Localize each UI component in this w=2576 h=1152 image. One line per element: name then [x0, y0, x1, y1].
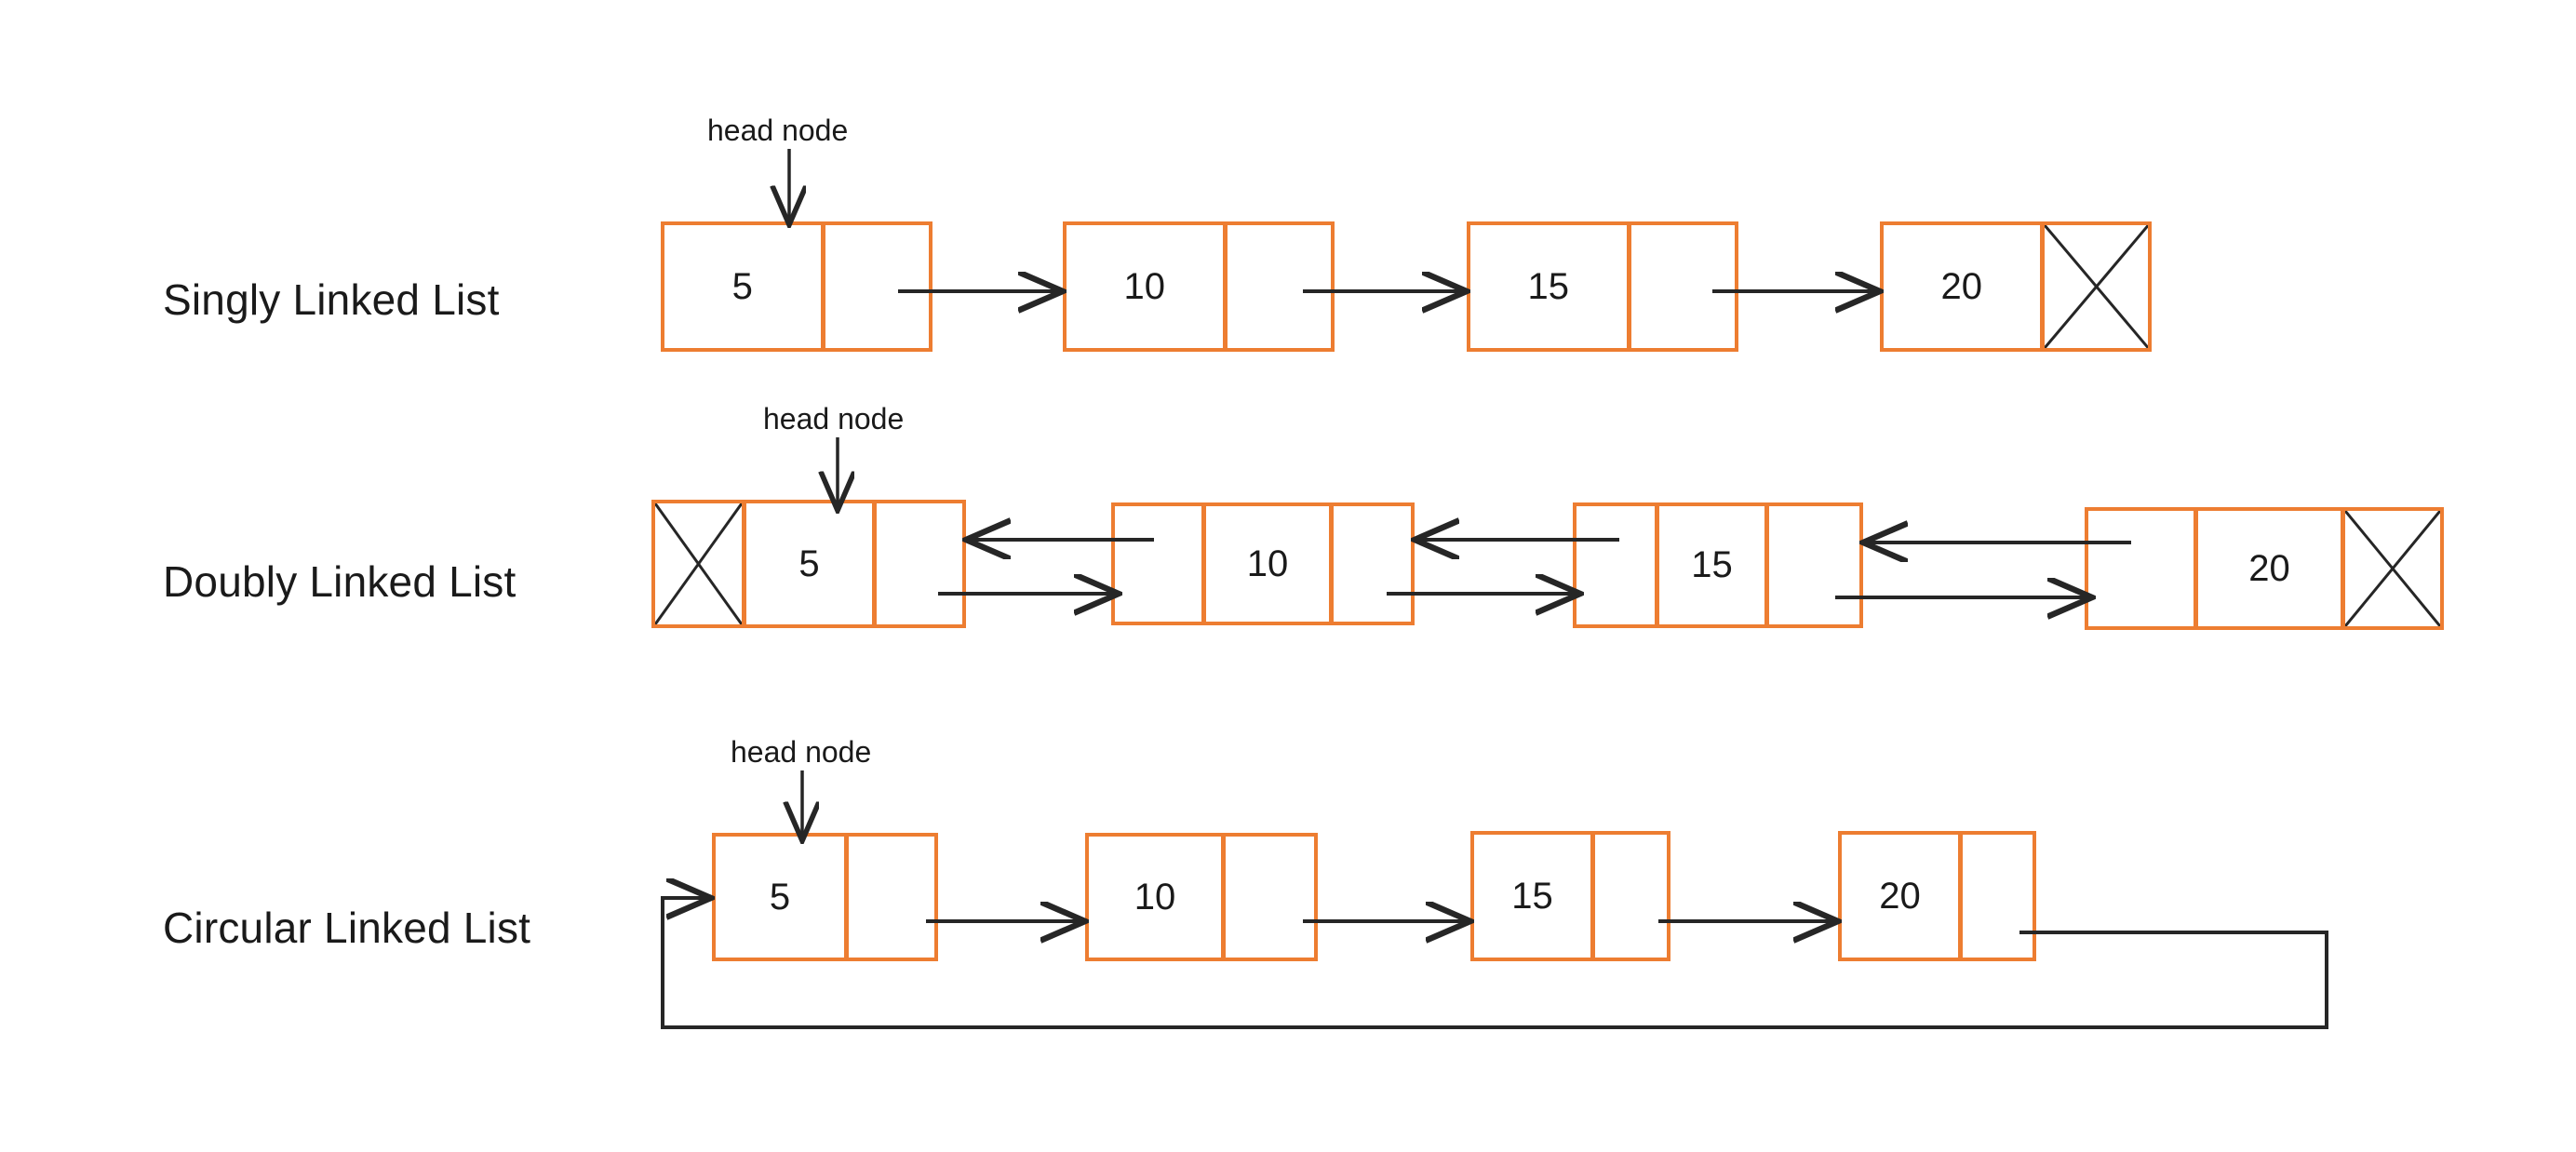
null-cross-icon — [655, 503, 742, 624]
doubly-node-4-next-null — [2341, 511, 2440, 626]
null-cross-icon — [2345, 511, 2440, 626]
doubly-node-3-next-pointer — [1764, 506, 1859, 624]
singly-node-1[interactable]: 5 — [661, 221, 932, 352]
circular-node-2-next-pointer — [1221, 837, 1309, 958]
doubly-node-2-next-pointer — [1329, 506, 1411, 622]
singly-node-4[interactable]: 20 — [1880, 221, 2152, 352]
singly-node-1-value: 5 — [731, 265, 753, 307]
head-node-label-doubly: head node — [763, 402, 905, 435]
singly-node-3-next-pointer — [1626, 225, 1735, 348]
doubly-node-4-value: 20 — [2194, 511, 2341, 626]
doubly-node-4-prev-pointer — [2088, 511, 2194, 626]
doubly-node-1-value: 5 — [742, 503, 872, 624]
singly-node-4-value: 20 — [1940, 265, 1983, 307]
doubly-node-2-value: 10 — [1201, 506, 1329, 622]
circular-node-3-value: 15 — [1511, 875, 1553, 917]
doubly-node-2-prev-pointer — [1115, 506, 1201, 622]
doubly-node-1-next-pointer — [872, 503, 962, 624]
singly-node-1-next-pointer — [820, 225, 929, 348]
head-node-label-circular: head node — [731, 735, 872, 769]
doubly-node-2[interactable]: 10 — [1111, 502, 1415, 625]
doubly-node-4[interactable]: 20 — [2085, 507, 2444, 630]
row-label-circular-linked-list: Circular Linked List — [163, 904, 531, 952]
circular-node-3-next-pointer — [1590, 835, 1663, 958]
doubly-node-3-value: 15 — [1655, 506, 1764, 624]
null-cross-icon — [2045, 225, 2148, 348]
head-node-label-singly: head node — [707, 114, 849, 147]
circular-node-4-next-pointer — [1958, 835, 2029, 958]
circular-node-1[interactable]: 5 — [712, 833, 938, 961]
singly-node-3-value: 15 — [1527, 265, 1570, 307]
circular-node-4-value: 20 — [1879, 875, 1921, 917]
doubly-node-1[interactable]: 5 — [651, 500, 966, 628]
doubly-node-3-prev-pointer — [1576, 506, 1655, 624]
singly-node-2[interactable]: 10 — [1063, 221, 1335, 352]
circular-node-1-next-pointer — [844, 837, 930, 958]
doubly-node-1-prev-null — [655, 503, 742, 624]
singly-node-2-next-pointer — [1222, 225, 1331, 348]
circular-node-3[interactable]: 15 — [1470, 831, 1670, 961]
singly-node-3[interactable]: 15 — [1467, 221, 1738, 352]
singly-node-2-value: 10 — [1123, 265, 1166, 307]
row-label-singly-linked-list: Singly Linked List — [163, 275, 500, 324]
circular-node-2-value: 10 — [1134, 876, 1176, 918]
circular-node-2[interactable]: 10 — [1085, 833, 1318, 961]
singly-node-4-null-pointer — [2039, 225, 2148, 348]
circular-node-4[interactable]: 20 — [1838, 831, 2036, 961]
circular-node-1-value: 5 — [769, 876, 791, 918]
row-label-doubly-linked-list: Doubly Linked List — [163, 557, 517, 606]
doubly-node-3[interactable]: 15 — [1573, 502, 1863, 628]
